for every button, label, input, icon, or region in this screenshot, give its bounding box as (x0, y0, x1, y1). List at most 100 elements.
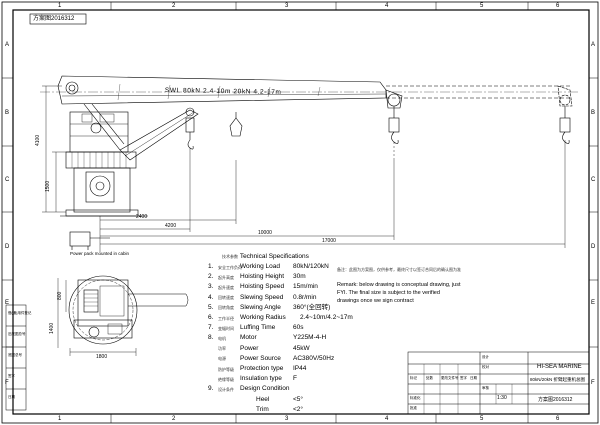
spec-value: 360°(全回转) (293, 303, 331, 311)
spec-label: Trim (256, 405, 269, 413)
zone-col-1-bottom: 1 (58, 416, 62, 422)
tb-header-2: 处数 (426, 376, 433, 380)
zone-row-F-left: F (5, 380, 9, 386)
spec-value: 30m (293, 273, 306, 281)
dim-10000: 10000 (258, 230, 272, 236)
spec-num: 2. (208, 273, 214, 281)
tb-row-3: 审核 (482, 386, 489, 390)
zone-col-4-top: 4 (385, 3, 389, 9)
spec-value: 2.4~10m/4.2~17m (300, 314, 353, 321)
zone-col-3-bottom: 3 (285, 416, 289, 422)
tb-header-1: 标记 (410, 376, 417, 380)
stamp-box (29, 13, 87, 25)
dimensions (42, 85, 566, 252)
scale-value: 1:30 (497, 395, 507, 401)
spec-label: Protection type (240, 365, 284, 372)
zone-row-A-right: A (591, 42, 596, 48)
drawing-number: 方案图2016312 (538, 397, 573, 403)
spec-value: IP44 (293, 365, 307, 372)
dim-17000: 17000 (322, 238, 336, 244)
spec-num: 9. (208, 385, 214, 393)
dim-1500: 1500 (45, 180, 51, 192)
spec-label: Heel (256, 395, 270, 403)
spec-label: Insulation type (240, 375, 282, 383)
zone-row-C-left: C (5, 177, 10, 183)
zone-row-F-right: F (591, 380, 595, 386)
side-register (5, 304, 27, 411)
spec-value: 60s (293, 324, 304, 332)
zone-col-5-bottom: 5 (480, 416, 484, 422)
spec-value: Y225M-4-H (293, 334, 327, 342)
spec-label: Luffing Time (240, 324, 276, 332)
side-label-4: 签字 (8, 374, 15, 378)
tb-header-5: 日期 (470, 376, 477, 380)
spec-num: 5. (208, 303, 214, 311)
spec-label-cn: 起升速度 (218, 284, 234, 290)
spec-label-cn: 回转速度 (218, 295, 234, 301)
spec-value: <5° (293, 395, 304, 403)
power-pack-note: Power pack mounted in cabin (70, 251, 130, 256)
dim-4200: 4200 (165, 223, 177, 229)
zone-col-3-top: 3 (285, 3, 289, 9)
spec-label-cn: 起升高度 (218, 274, 234, 280)
tb-row-1: 设计 (482, 355, 489, 359)
tb-header-3: 更改文件号 (441, 376, 459, 380)
crane-elevation (40, 75, 580, 250)
spec-heading: 技术参数 Technical Specifications (222, 253, 309, 261)
side-label-5: 日期 (8, 395, 15, 399)
zone-col-1-top: 1 (58, 3, 62, 9)
spec-num: 7. (208, 324, 214, 332)
remark-line-3: drawings once we sign contract (337, 298, 414, 304)
side-label-3: 底图总号 (8, 353, 22, 357)
spec-label-cn: 功率 (218, 346, 226, 352)
tb-header-4: 签字 (460, 376, 467, 380)
spec-label-cn: 防护等级 (218, 366, 234, 372)
spec-label-cn: 变幅时间 (218, 325, 234, 331)
spec-value: 0.8r/min (293, 293, 317, 301)
zone-col-6-bottom: 6 (556, 416, 560, 422)
zone-row-D-right: D (591, 244, 596, 250)
spec-value: 45kW (293, 344, 310, 352)
zone-row-D-left: D (5, 244, 10, 250)
spec-label: Design Condition (240, 385, 290, 393)
company-name: HI-SEA MARINE (537, 364, 582, 370)
remark-line-1: Remark: below drawing is conceptual draw… (337, 282, 461, 288)
tb-row-4: 标准化 (410, 396, 421, 400)
side-label-2: 旧底图总号 (8, 332, 26, 336)
stamp-text: 方案图2016312 (33, 16, 75, 22)
dim-1400: 1400 (49, 322, 55, 334)
spec-label-cn: 绝缘等级 (218, 376, 234, 382)
zone-row-E-left: E (5, 300, 10, 306)
dim-1800: 1800 (96, 354, 108, 360)
spec-label: Power Source (240, 354, 281, 362)
spec-value: 80kN/120kN (293, 263, 329, 270)
dim-4100: 4100 (35, 134, 41, 146)
spec-label: Hoisting Height (240, 273, 285, 281)
zone-row-E-right: E (591, 300, 596, 306)
spec-num: 4. (208, 293, 214, 301)
zone-col-4-bottom: 4 (385, 416, 389, 422)
spec-label: Hoisting Speed (240, 283, 285, 291)
zone-col-5-top: 5 (480, 3, 484, 9)
spec-label-cn: 电源 (218, 356, 226, 362)
side-label-1: 借(通)用件登记 (8, 311, 32, 315)
spec-label: Slewing Speed (240, 293, 284, 301)
dim-800: 800 (57, 291, 63, 300)
spec-value: AC380V/50Hz (293, 354, 335, 362)
zone-col-6-top: 6 (556, 3, 560, 9)
spec-value: 15m/min (293, 283, 318, 291)
spec-value: <2° (293, 405, 304, 413)
spec-value: F (293, 375, 297, 383)
spec-num: 6. (208, 314, 214, 321)
spec-num: 8. (208, 334, 214, 342)
zone-row-A-left: A (5, 42, 10, 48)
remark-cn: 备注：此图为方案图，仅供参考，最终尺寸以签订合同后的确认图为准 (337, 267, 461, 272)
spec-label: Motor (240, 334, 257, 342)
tb-row-2: 校对 (482, 365, 489, 369)
dim-2400: 2400 (136, 214, 148, 220)
tb-row-5: 批准 (410, 406, 417, 410)
spec-label-cn: 工作半径 (218, 315, 234, 321)
zone-row-B-right: B (591, 110, 596, 116)
